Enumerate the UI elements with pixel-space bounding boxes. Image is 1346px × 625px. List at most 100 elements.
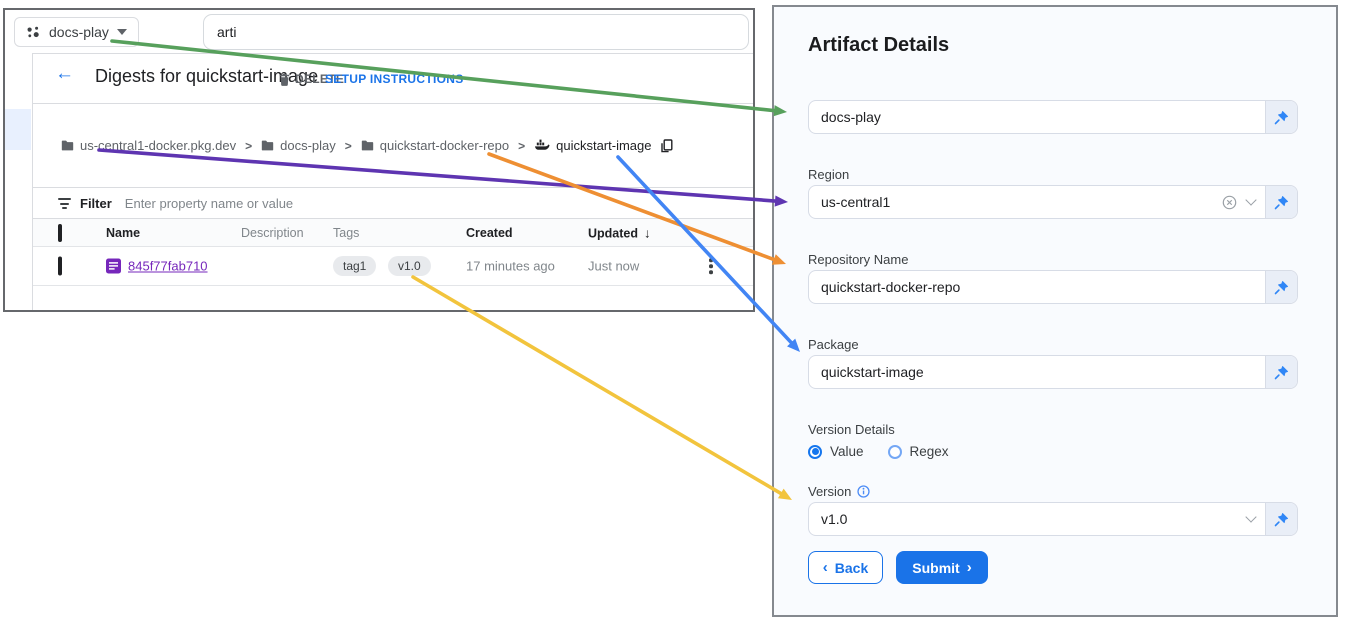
radio-unselected-icon [887,444,902,459]
select-all-checkbox[interactable] [58,224,62,242]
radio-selected-icon [808,444,822,459]
version-details-label: Version Details [808,422,895,437]
chevron-down-icon [116,29,127,35]
form-title: Artifact Details [808,34,950,56]
folder-icon [361,140,373,151]
console-window: docs-play arti ← Digests for quickstart-… [3,8,755,312]
chevron-down-icon[interactable] [1245,194,1257,206]
chevron-left-icon: ‹ [822,559,828,576]
repository-field[interactable]: quickstart-docker-repo [808,270,1298,304]
pin-button[interactable] [1265,503,1297,535]
pin-button[interactable] [1265,271,1297,303]
filter-input[interactable]: Enter property name or value [124,196,294,211]
tag-chip: tag1 [333,256,377,276]
pin-icon [1274,110,1289,124]
created-value: 17 minutes ago [466,258,555,274]
row-checkbox[interactable] [58,256,62,276]
version-label: Version [808,484,871,499]
column-header-name[interactable]: Name [106,226,141,240]
breadcrumb-label: quickstart-image [556,138,652,153]
breadcrumb: us-central1-docker.pkg.dev > docs-play >… [61,138,673,153]
breadcrumb-item-registry[interactable]: us-central1-docker.pkg.dev [61,138,236,153]
breadcrumb-item-image[interactable]: quickstart-image [534,138,651,153]
pin-icon [1274,195,1289,209]
region-label: Region [808,167,850,182]
project-selector-dropdown[interactable]: docs-play [14,17,139,47]
filter-label: Filter [80,196,112,211]
folder-icon [61,140,74,151]
search-input-value: arti [217,24,237,40]
column-header-description[interactable]: Description [241,226,304,240]
version-field[interactable]: v1.0 [808,502,1298,536]
breadcrumb-label: us-central1-docker.pkg.dev [80,138,237,153]
project-field-value: docs-play [821,109,881,125]
pin-button[interactable] [1265,356,1297,388]
container-image-icon [535,139,550,150]
breadcrumb-separator: > [344,138,352,153]
console-topbar: docs-play arti [5,10,753,54]
breadcrumb-separator: > [245,138,253,153]
breadcrumb-label: docs-play [280,138,336,153]
back-arrow-button[interactable]: ← [55,63,74,84]
nav-rail-active-item[interactable] [5,109,31,150]
filter-bar: Filter Enter property name or value [33,187,753,219]
tag-chip: v1.0 [387,256,431,276]
submit-button[interactable]: Submit › [896,551,988,584]
info-icon[interactable] [857,485,871,498]
version-details-options: Value Regex [808,444,949,459]
table-row: 845f77fab710 tag1 v1.0 17 minutes ago Ju… [33,246,753,286]
package-field-value: quickstart-image [821,364,924,380]
console-content: ← Digests for quickstart-image DELETE SE… [33,53,753,310]
column-header-tags[interactable]: Tags [333,226,360,240]
radio-option-value[interactable]: Value [808,444,864,459]
column-header-updated[interactable]: Updated ↓ [588,226,651,241]
version-field-value: v1.0 [821,511,848,527]
pin-button[interactable] [1265,101,1297,133]
setup-instructions-label: SETUP INSTRUCTIONS [325,72,464,86]
back-button-label: Back [834,559,869,576]
copy-icon[interactable] [660,138,673,153]
updated-value: Just now [588,258,640,274]
search-input[interactable]: arti [203,14,749,50]
pin-icon [1274,365,1289,379]
trash-icon [279,73,290,86]
digest-link[interactable]: 845f77fab710 [128,258,208,274]
pin-button[interactable] [1265,186,1297,218]
radio-option-regex[interactable]: Regex [887,444,949,459]
package-field[interactable]: quickstart-image [808,355,1298,389]
project-field[interactable]: docs-play [808,100,1298,134]
chevron-right-icon: › [966,559,972,576]
folder-icon [261,140,274,151]
back-button[interactable]: ‹ Back [808,551,883,584]
filter-icon [58,198,71,209]
clear-icon[interactable] [1222,195,1237,210]
radio-regex-label: Regex [909,444,949,459]
repository-label: Repository Name [808,252,909,267]
page-header: ← Digests for quickstart-image DELETE SE… [33,53,753,104]
chevron-down-icon[interactable] [1245,511,1257,523]
version-label-text: Version [808,484,852,499]
row-actions-menu[interactable] [705,254,717,278]
column-header-updated-label: Updated [588,226,638,241]
breadcrumb-separator: > [518,138,526,153]
pin-icon [1274,512,1289,526]
breadcrumb-item-project[interactable]: docs-play [261,138,336,153]
table-header: Name Description Tags Created Updated ↓ [33,218,753,247]
breadcrumb-label: quickstart-docker-repo [379,138,510,153]
digest-icon [106,258,121,274]
region-field[interactable]: us-central1 [808,185,1298,219]
pin-icon [1274,280,1289,294]
nav-rail [5,53,33,310]
region-field-value: us-central1 [821,194,891,210]
project-selector-label: docs-play [49,24,109,40]
breadcrumb-item-repository[interactable]: quickstart-docker-repo [361,138,509,153]
sort-descending-icon: ↓ [644,225,651,241]
column-header-created[interactable]: Created [466,226,513,240]
setup-instructions-button[interactable]: SETUP INSTRUCTIONS [325,72,464,86]
submit-button-label: Submit [912,559,960,576]
repository-field-value: quickstart-docker-repo [821,279,961,295]
artifact-details-panel: Artifact Details docs-play Region us-cen… [772,5,1338,617]
package-label: Package [808,337,859,352]
radio-value-label: Value [830,444,864,459]
